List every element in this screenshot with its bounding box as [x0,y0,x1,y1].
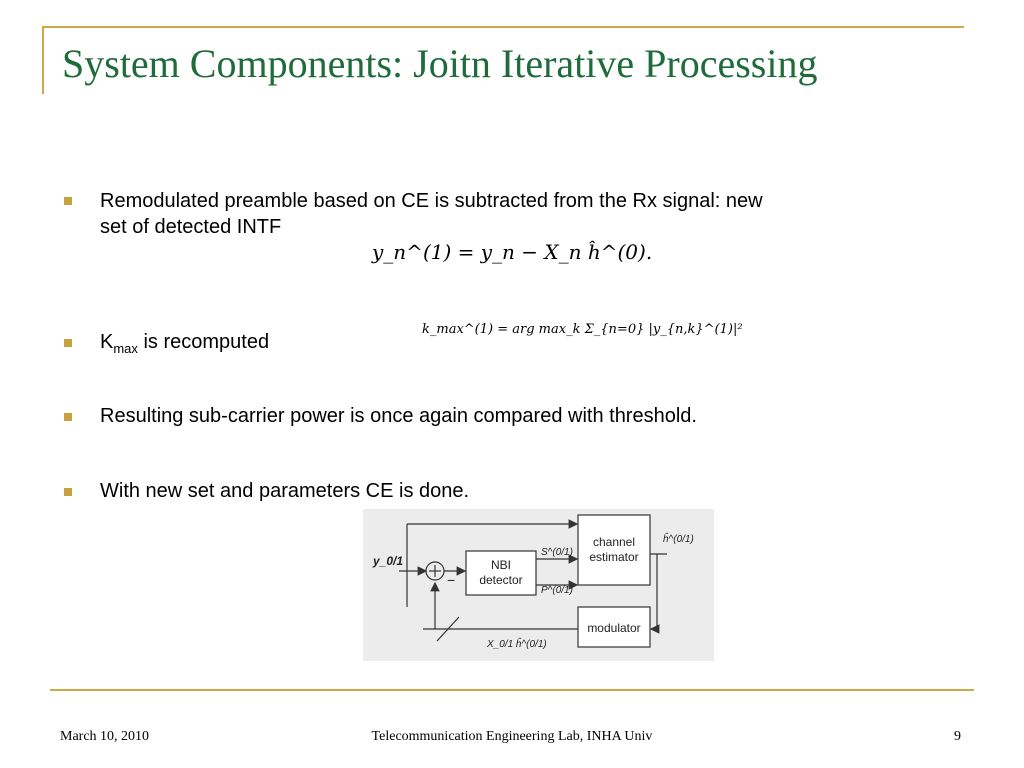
block-diagram-svg: y_0/1 − NBI detector S^(0/1) P^(0/1) cha… [372,514,694,650]
bottom-rule [50,689,974,691]
footer-center: Telecommunication Engineering Lab, INHA … [371,729,653,744]
block-diagram: y_0/1 − NBI detector S^(0/1) P^(0/1) cha… [363,509,714,661]
slide-title: System Components: Joitn Iterative Proce… [62,41,818,86]
formula-kmax: k_max^(1) = arg max_k Σ_{n=0} |y_{n,k}^(… [422,322,743,337]
bullet-marker [64,488,72,496]
formula-residual: y_n^(1) = y_n − X_n ĥ^(0). [372,240,653,264]
bullet-line: is recomputed [143,331,270,353]
p-label: P^(0/1) [541,585,573,596]
nbi-label: NBI [491,558,511,572]
estimator-label: estimator [589,550,638,564]
bullet-text: Remodulated preamble based on CE is subt… [100,188,980,240]
modulator-box [577,606,651,648]
input-label: y_0/1 [372,554,403,568]
left-rule [42,26,44,94]
modulator-label: modulator [587,621,640,635]
channel-label: channel [593,535,635,549]
k-symbol: K [100,331,114,353]
detector-label: detector [479,573,522,587]
bullet-line: set of detected INTF [100,216,282,238]
channel-estimator-box [577,514,651,586]
minus-sign: − [447,572,455,588]
bullet-line: Remodulated preamble based on CE is subt… [100,190,763,212]
top-rule [42,26,964,28]
bullet-marker [64,197,72,205]
footer-page-number: 9 [954,729,961,744]
bullet-text: Kmax is recomputed [100,329,269,362]
bullet-text: With new set and parameters CE is done. [100,480,470,502]
k-subscript: max [113,341,138,356]
footer-date: March 10, 2010 [60,729,150,744]
h-output-label: ĥ^(0/1) [663,532,694,545]
s-label: S^(0/1) [541,547,573,558]
switch-contact [436,616,460,642]
x-label: X_0/1 ĥ^(0/1) [486,637,547,650]
bullet-text: Resulting sub-carrier power is once agai… [100,405,697,427]
nbi-detector-box [465,550,537,596]
bullet-marker [64,339,72,347]
bullet-marker [64,413,72,421]
